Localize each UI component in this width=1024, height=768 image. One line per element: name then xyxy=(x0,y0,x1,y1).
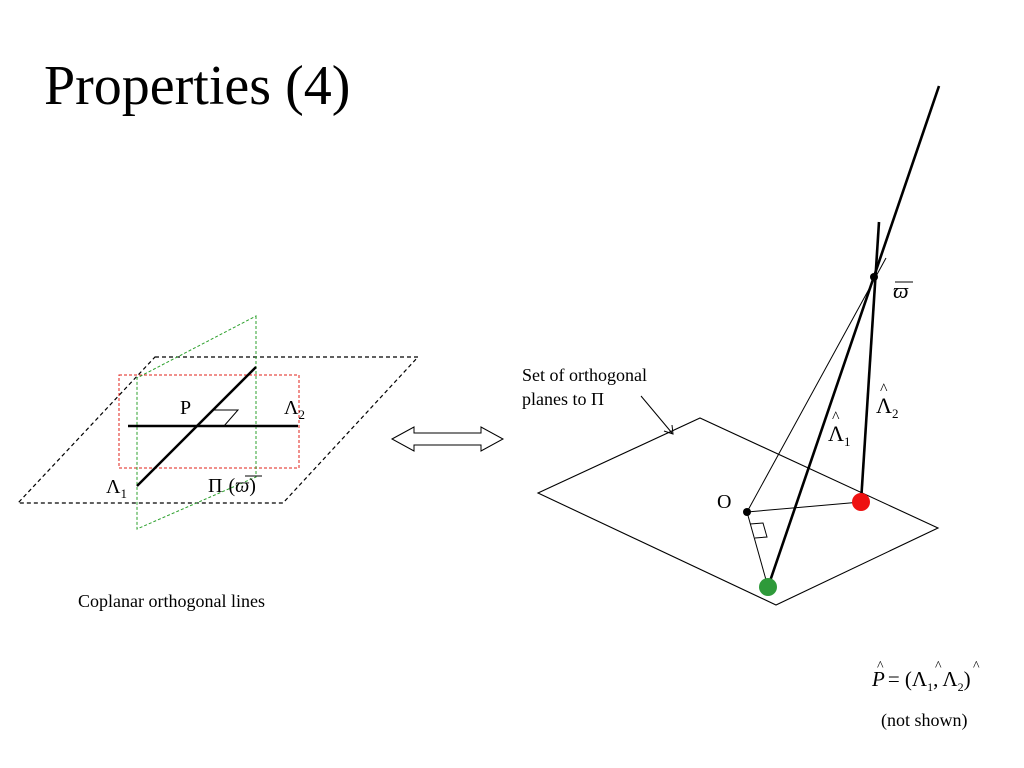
origin-point xyxy=(743,508,751,516)
origin-label: O xyxy=(717,491,731,513)
planes-note: Set of orthogonal planes to Π xyxy=(522,365,651,409)
green-point xyxy=(759,578,777,596)
formula-hat-l2: ^ xyxy=(973,659,980,674)
hat-lambda1-hat: ^ xyxy=(832,409,840,426)
orthogonal-plane-line xyxy=(746,257,887,513)
plane-pi xyxy=(16,356,420,504)
line-hat-lambda2 xyxy=(859,221,881,503)
hat-lambda2-label: Λ2 xyxy=(876,393,898,421)
horizontal-plane-rect xyxy=(118,374,300,469)
line-lambda1 xyxy=(136,366,257,487)
vertical-plane xyxy=(136,315,257,530)
line-hat-lambda1 xyxy=(766,85,941,588)
planes-note-arrowhead xyxy=(663,424,674,435)
planes-note-arrow xyxy=(640,395,673,434)
hat-lambda1-label: Λ1 xyxy=(828,421,850,449)
omega-point xyxy=(870,273,878,281)
equivalence-arrow xyxy=(390,426,505,452)
plane-pi-right xyxy=(536,417,940,606)
lambda1-label: Λ1 xyxy=(106,476,127,501)
red-point xyxy=(852,493,870,511)
origin-to-red-line xyxy=(746,501,862,513)
omega-label: ϖ xyxy=(893,278,909,303)
right-angle-marker xyxy=(214,409,240,427)
formula-note: (not shown) xyxy=(881,710,968,731)
origin-to-green-line xyxy=(746,511,769,588)
plane-pi-label: Π(ϖ) xyxy=(208,475,256,497)
coplanar-figure: P Λ2 Λ1 Π(ϖ) Coplanar orthogonal lines xyxy=(16,315,420,611)
formula-hat-l1: ^ xyxy=(935,659,942,674)
lambda2-label: Λ2 xyxy=(284,397,305,422)
projective-figure: ϖ O Set of orthogonal planes to Π Λ1 ^ Λ… xyxy=(522,85,980,731)
formula-hat-p: ^ xyxy=(877,659,884,674)
point-p-label: P xyxy=(180,397,191,419)
hat-lambda2-hat: ^ xyxy=(880,381,888,398)
formula: P= (Λ1,Λ2) xyxy=(871,667,971,694)
slide-title: Properties (4) xyxy=(44,55,351,117)
left-caption: Coplanar orthogonal lines xyxy=(78,591,265,611)
right-angle-marker-o xyxy=(749,522,768,539)
